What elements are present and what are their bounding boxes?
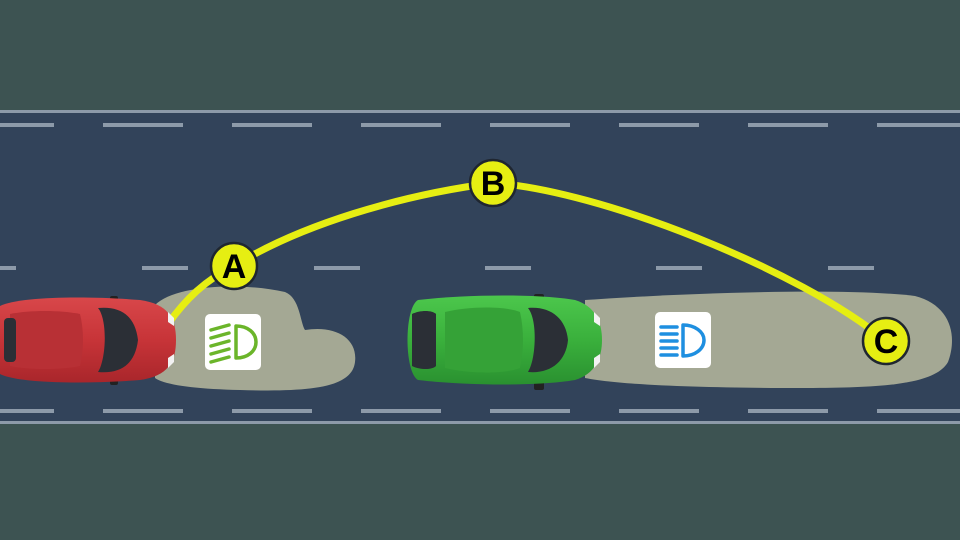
marker-b-label: B: [481, 165, 506, 203]
marker-a: A: [209, 241, 259, 291]
dipped-headlight-icon: [205, 314, 261, 370]
verge-bottom: [0, 423, 960, 540]
road-edge-top: [0, 110, 960, 113]
marker-c-label: C: [874, 323, 899, 361]
road-edge-bottom: [0, 421, 960, 424]
green-car: [407, 294, 602, 390]
main-beam-headlight-icon: [655, 312, 711, 368]
marker-c: C: [861, 316, 911, 366]
lane-markings: [0, 123, 960, 413]
red-car: [0, 296, 176, 385]
verge-top: [0, 0, 960, 112]
marker-b: B: [468, 158, 518, 208]
marker-a-label: A: [222, 248, 247, 286]
